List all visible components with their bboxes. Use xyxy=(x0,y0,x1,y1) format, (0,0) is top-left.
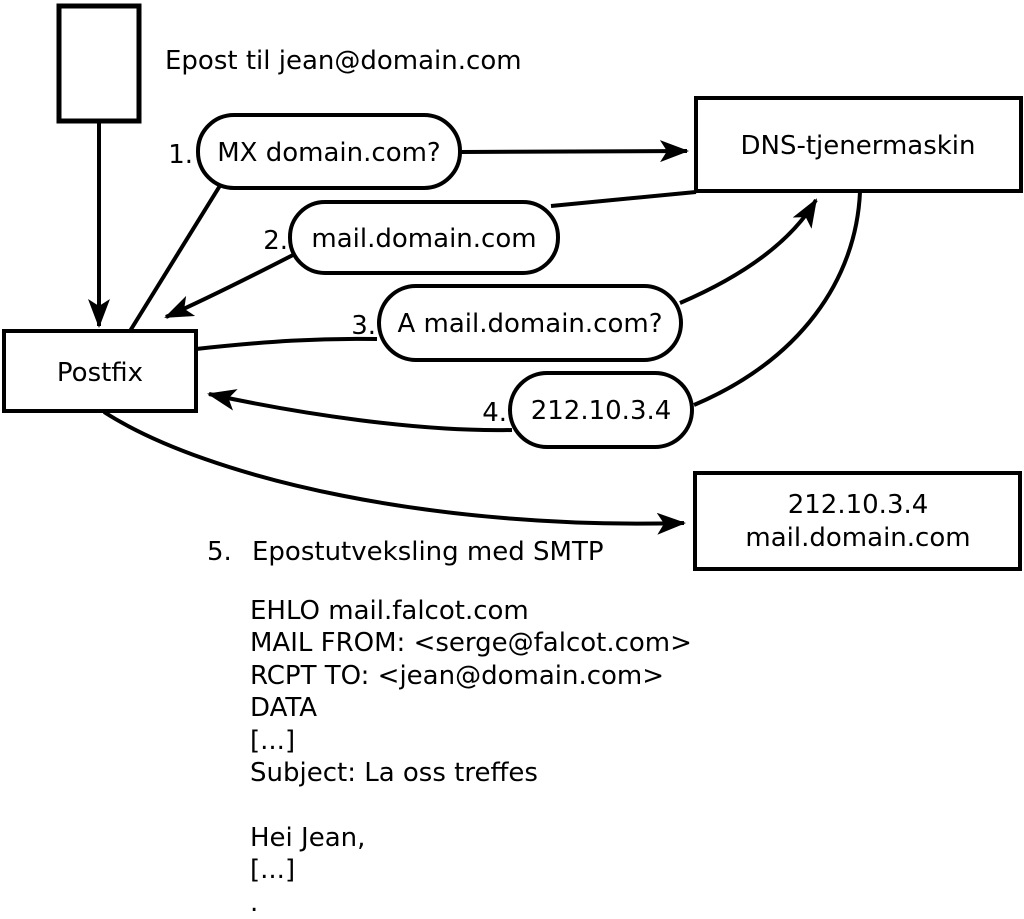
line-dns-to-mx-answer xyxy=(550,190,697,208)
bubble-mx-answer xyxy=(288,200,560,275)
dns-server-label: DNS-tjenermaskin xyxy=(740,131,975,161)
mail-server-ip: 212.10.3.4 xyxy=(788,490,929,520)
postfix-label: Postfix xyxy=(57,358,143,388)
bubble-mx-query xyxy=(196,113,462,190)
dns-server-node xyxy=(694,96,1023,193)
step4-number: 4. xyxy=(482,398,507,428)
smtp-session-transcript: EHLO mail.falcot.com MAIL FROM: <serge@f… xyxy=(250,596,692,918)
bubble-mx-query-label: MX domain.com? xyxy=(217,138,440,168)
mail-server-hostname: mail.domain.com xyxy=(745,523,970,553)
step5-number: 5. xyxy=(207,537,232,567)
bubble-mx-answer-label: mail.domain.com xyxy=(311,224,536,254)
arrow-mx-answer-to-postfix xyxy=(164,253,294,319)
bubble-a-answer xyxy=(508,371,694,449)
step2-number: 2. xyxy=(263,226,288,256)
arrow-mx-query-to-dns xyxy=(460,140,689,163)
bubble-a-answer-label: 212.10.3.4 xyxy=(531,396,672,426)
step3-number: 3. xyxy=(351,311,376,341)
mail-server-node xyxy=(693,471,1022,571)
line-dns-to-a-answer xyxy=(693,191,862,407)
bubble-a-query xyxy=(377,284,683,362)
diagram-title: Epost til jean@domain.com xyxy=(165,46,522,76)
arrow-postfix-to-mailserver xyxy=(102,410,686,535)
arrow-a-query-to-dns xyxy=(679,198,818,305)
bubble-a-query-label: A mail.domain.com? xyxy=(398,309,663,339)
arrow-a-answer-to-postfix xyxy=(207,389,513,433)
email-message-icon xyxy=(56,3,142,124)
line-postfix-to-a-query xyxy=(195,336,378,351)
postfix-node xyxy=(2,329,198,413)
step1-number: 1. xyxy=(168,140,193,170)
line-postfix-to-mx-query xyxy=(128,182,223,333)
step5-label: Epostutveksling med SMTP xyxy=(252,537,604,567)
